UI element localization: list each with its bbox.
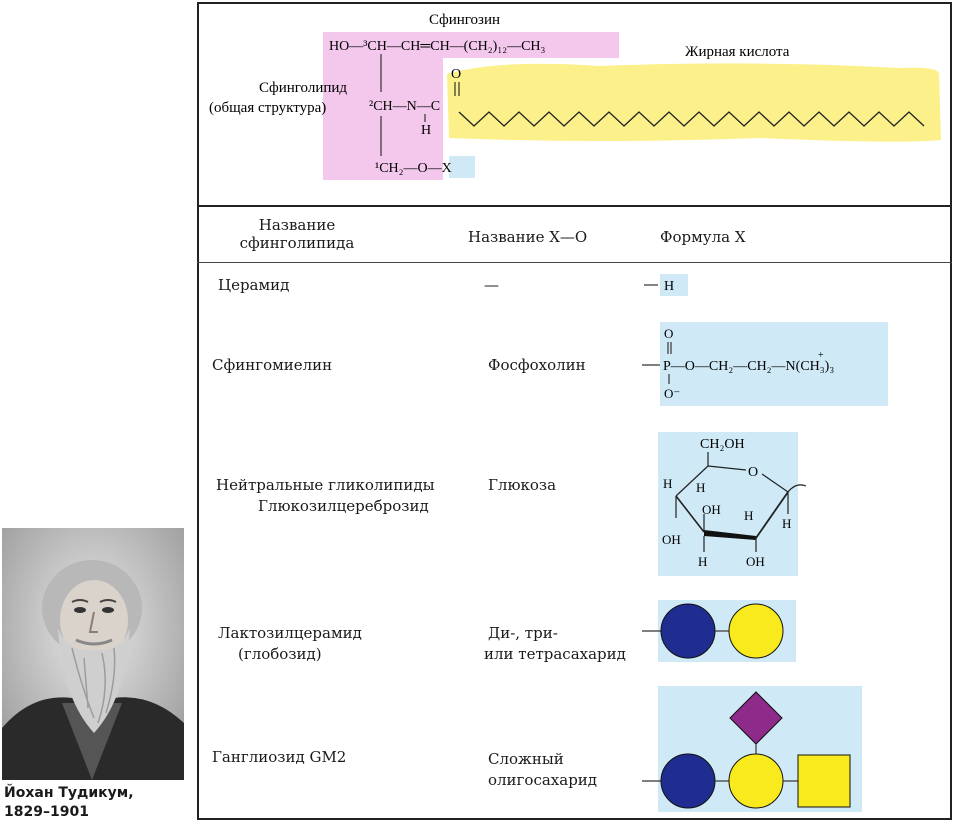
header-divider [197, 262, 952, 263]
row-glucosyl-name-1: Нейтральные гликолипиды [216, 476, 435, 494]
svg-text:CH₂OH: CH₂OH [700, 437, 745, 452]
row-ceramide-xo: — [484, 276, 499, 294]
c2-formula: ²CH—N—C [369, 99, 440, 114]
amide-h: H [421, 123, 431, 138]
row-sphingomyelin-name: Сфингомиелин [212, 356, 333, 374]
table-frame [197, 2, 952, 820]
fatty-acid-label: Жирная кислота [685, 44, 790, 60]
svg-text:P—O—CH₂—CH₂—N(CH₃)₃: P—O—CH₂—CH₂—N(CH₃)₃ [663, 359, 834, 374]
row-lactosyl-name-1: Лактозилцерамид [218, 624, 362, 642]
caption-name: Йохан Тудикум, [4, 785, 134, 801]
c1-formula: ¹CH₂—O—X [375, 161, 452, 176]
sphingolipid-label-2: (общая структура) [209, 100, 326, 116]
svg-text:H: H [782, 516, 791, 531]
svg-text:OH: OH [702, 502, 721, 517]
svg-text:O: O [748, 465, 758, 480]
sphingosine-formula: HO—³CH—CH═CH—(CH₂)₁₂—CH₃ [329, 39, 546, 54]
row-ceramide-name: Церамид [218, 276, 290, 294]
row-sphingomyelin-xo: Фосфохолин [488, 356, 586, 374]
svg-text:H: H [698, 554, 707, 569]
svg-text:H: H [664, 279, 674, 294]
oligosaccharide-formula [642, 686, 862, 812]
sphingolipid-structure: Сфингозин HO—³CH—CH═CH—(CH₂)₁₂—CH₃ Жирна… [209, 12, 941, 180]
svg-text:+: + [818, 350, 824, 361]
row-gm2-xo-2: олигосахарид [488, 771, 598, 789]
row-glucosyl-name-2: Глюкозилцереброзид [258, 497, 429, 515]
glucose-sugar-icon [660, 603, 716, 659]
sphingosine-label: Сфингозин [429, 12, 500, 28]
x-highlight [449, 156, 475, 178]
caption-years: 1829–1901 [4, 804, 89, 820]
svg-text:H: H [744, 508, 753, 523]
row-gm2-name: Ганглиозид GM2 [212, 748, 347, 766]
fatty-acid-chain [458, 111, 925, 127]
galnac-sugar-icon [797, 754, 851, 808]
row-lactosyl-xo-2: или тетрасахарид [484, 645, 626, 663]
portrait-thudichum [2, 528, 184, 780]
row-lactosyl-name-2: (глобозид) [238, 645, 322, 663]
row-glucosyl-xo: Глюкоза [488, 476, 557, 494]
svg-text:O: O [664, 326, 673, 341]
glucose-formula: CH₂OH O H OH H OH H H OH H [658, 432, 807, 576]
row-lactosyl-xo-1: Ди-, три- [488, 624, 558, 642]
fatty-acid-highlight [447, 63, 941, 142]
header-formula: Формула X [660, 228, 746, 246]
disaccharide-formula [642, 600, 796, 662]
header-name: Название сфинголипида [222, 216, 372, 252]
header-xo: Название X—O [468, 228, 588, 246]
header-name-line1: Название [258, 216, 336, 234]
svg-text:H: H [663, 476, 672, 491]
row-gm2-xo-1: Сложный [488, 750, 564, 768]
galactose-sugar-icon [728, 603, 784, 659]
sphingolipid-label-1: Сфинголипид [259, 80, 347, 96]
svg-text:O⁻: O⁻ [664, 386, 680, 401]
phosphocholine-formula: O P—O—CH₂—CH₂—N(CH₃)₃ + O⁻ [642, 322, 888, 406]
portrait-caption: Йохан Тудикум, 1829–1901 [4, 784, 134, 822]
structure-divider [197, 205, 952, 207]
svg-text:H: H [696, 480, 705, 495]
galactose-sugar-icon [728, 753, 784, 809]
glucose-sugar-icon [660, 753, 716, 809]
sphingosine-backbone-highlight [323, 32, 443, 180]
header-name-line2: сфинголипида [239, 234, 355, 252]
carbonyl-o: O [451, 67, 461, 82]
svg-text:OH: OH [746, 554, 765, 569]
svg-text:OH: OH [662, 532, 681, 547]
ceramide-formula: H [644, 274, 688, 296]
